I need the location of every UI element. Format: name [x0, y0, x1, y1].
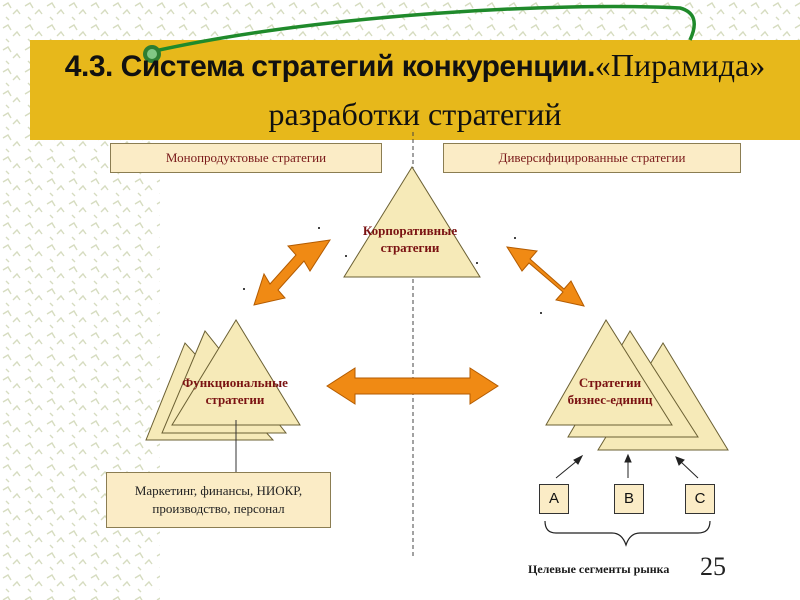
business-label: Стратегии бизнес-единиц	[535, 374, 685, 408]
functional-label: Функциональные стратегии	[160, 374, 310, 408]
segments-brace	[544, 520, 711, 547]
title-regular-1: «Пирамида»	[594, 47, 766, 83]
corporate-label: Корпоративные стратегии	[340, 222, 480, 256]
functional-pyramids	[145, 319, 301, 441]
functional-line2: стратегии	[205, 392, 265, 407]
business-line2: бизнес-единиц	[567, 392, 653, 407]
page-number: 25	[700, 552, 726, 581]
functional-areas-line2: производство, персонал	[152, 501, 285, 516]
segment-b: B	[614, 484, 644, 514]
functional-areas-line1: Маркетинг, финансы, НИОКР,	[134, 483, 303, 498]
slide-title: 4.3. Система стратегий конкуренции.«Пира…	[30, 44, 800, 142]
segment-c: C	[685, 484, 715, 514]
diversified-strategies-box: Диверсифицированные стратегии	[443, 143, 741, 173]
corporate-line2: стратегии	[380, 240, 440, 255]
segment-a: A	[539, 484, 569, 514]
double-arrows	[253, 239, 585, 405]
business-pyramids	[545, 319, 729, 451]
title-bold: 4.3. Система стратегий конкуренции.	[64, 50, 596, 83]
decorative-dots	[243, 227, 542, 314]
title-regular-2: разработки стратегий	[268, 96, 562, 132]
corporate-pyramid	[343, 166, 481, 278]
segment-arrows	[555, 453, 699, 479]
functional-areas-box: Маркетинг, финансы, НИОКР, производство,…	[106, 472, 331, 528]
mono-strategies-box: Монопродуктовые стратегии	[110, 143, 382, 173]
business-line1: Стратегии	[578, 375, 642, 390]
target-segments-label: Целевые сегменты рынка	[528, 562, 670, 576]
corporate-line1: Корпоративные	[362, 223, 458, 238]
functional-line1: Функциональные	[182, 375, 288, 390]
